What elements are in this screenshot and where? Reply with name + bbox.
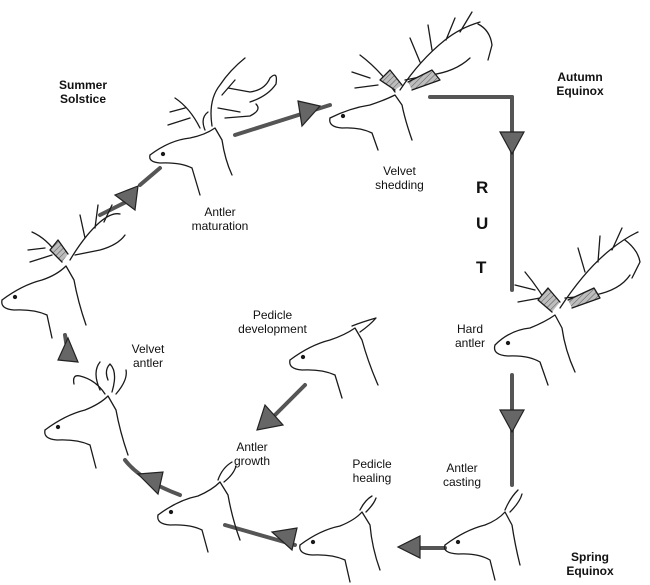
arrow-growth bbox=[256, 403, 285, 431]
rut-letter-r: R bbox=[476, 178, 489, 197]
arrow-left-spring bbox=[396, 535, 421, 559]
label-autumn-equinox: Autumn Equinox bbox=[556, 70, 604, 98]
rut-letter-t: T bbox=[476, 258, 487, 277]
label-velvet-antler: Velvet antler bbox=[131, 342, 165, 370]
deer-velvet-shedding bbox=[329, 11, 493, 151]
deer-pedicle-healing bbox=[299, 495, 381, 583]
arrow-up-left bbox=[57, 336, 79, 363]
label-antler-maturation: Antler maturation bbox=[191, 205, 249, 233]
label-spring-equinox: Spring Equinox bbox=[566, 550, 614, 578]
path-left-top2 bbox=[138, 166, 162, 187]
label-hard-antler: Hard antler bbox=[454, 322, 486, 350]
deer-antler-growth bbox=[157, 461, 241, 553]
deer-velvet-antler bbox=[44, 361, 129, 469]
arrow-left-lower bbox=[136, 471, 164, 496]
deer-antler-maturation bbox=[149, 57, 278, 196]
arrow-left-bottom bbox=[270, 527, 298, 552]
label-pedicle-development: Pedicle development bbox=[238, 308, 307, 336]
label-velvet-shedding: Velvet shedding bbox=[375, 164, 424, 192]
rut-letter-u: U bbox=[476, 214, 489, 233]
arrow-down-rut bbox=[498, 409, 526, 434]
arrow-down-autumn bbox=[498, 131, 526, 156]
label-antler-casting: Antler casting bbox=[442, 461, 482, 489]
deer-antler-casting bbox=[443, 489, 523, 581]
path-pedicle-to-growth bbox=[268, 383, 307, 422]
arrow-up-topleft bbox=[113, 185, 139, 212]
deer-hard-antler bbox=[493, 227, 641, 386]
label-summer-solstice: Summer Solstice bbox=[58, 78, 108, 106]
arrow-to-velvet-shedding bbox=[297, 100, 322, 128]
label-pedicle-healing: Pedicle healing bbox=[352, 457, 392, 485]
deer-pedicle-development bbox=[289, 317, 379, 399]
deer-summer-velvet bbox=[1, 204, 126, 339]
label-antler-growth: Antler growth bbox=[233, 440, 271, 468]
arrowheads bbox=[57, 100, 526, 559]
